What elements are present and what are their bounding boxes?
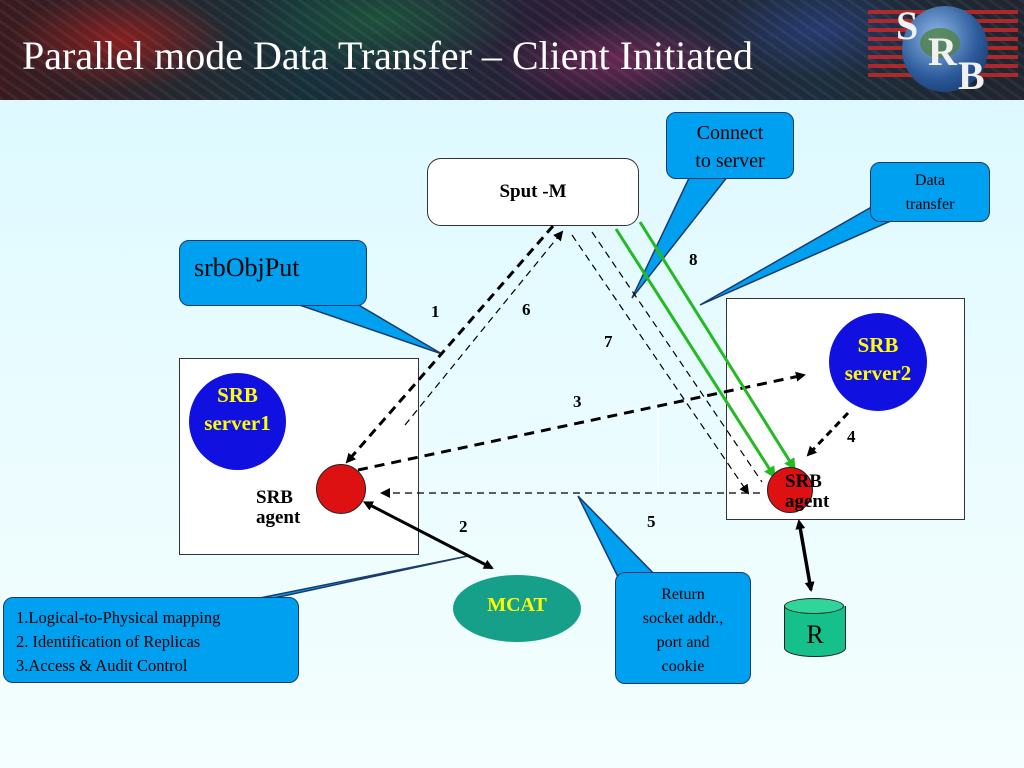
return-line-3: port and	[656, 634, 710, 651]
arrow-step-2	[362, 501, 494, 570]
return-line-4: cookie	[661, 658, 705, 675]
server2-label-2: server2	[844, 361, 912, 385]
data-stream-1	[614, 228, 776, 479]
server1-label-2: server1	[204, 411, 271, 435]
srb-server1: SRB server1	[189, 373, 286, 470]
mcat-catalog: MCAT	[453, 575, 581, 642]
return-socket-callout: Return socket addr., port and cookie	[615, 572, 751, 684]
step-number-2: 2	[459, 517, 468, 536]
data-transfer-line-2: transfer	[905, 196, 955, 213]
step-number-8: 8	[689, 250, 698, 269]
step-number-5: 5	[647, 512, 656, 531]
arrow-step-1	[345, 225, 555, 464]
arrow-step-3	[357, 371, 806, 472]
connect-line-2: to server	[695, 150, 765, 172]
connect-callout-tail	[631, 175, 730, 299]
connect-callout: Connect to server	[666, 112, 794, 179]
step-number-6: 6	[522, 300, 531, 319]
arrow-step-7a	[571, 234, 750, 495]
mcat-function-2: 2. Identification of Replicas	[16, 632, 201, 651]
mcat-label: MCAT	[487, 594, 547, 616]
srbobjput-callout: srbObjPut	[179, 240, 367, 306]
arrow-step-6	[404, 230, 564, 426]
srb-agent1	[316, 464, 366, 514]
resource-label: R	[806, 620, 824, 649]
step-number-3: 3	[573, 392, 582, 411]
logo-letter-s: S	[896, 3, 919, 48]
mcat-function-3: 3.Access & Audit Control	[16, 656, 188, 675]
data-stream-2	[638, 221, 796, 471]
connect-line-1: Connect	[696, 122, 764, 144]
arrow-step-7b	[591, 231, 763, 483]
srb-logo: S R B	[868, 2, 1018, 98]
title-banner: Parallel mode Data Transfer – Client Ini…	[0, 0, 1024, 100]
data-transfer-callout-tail	[699, 204, 895, 306]
step-number-1: 1	[431, 302, 440, 321]
agent1-label: SRB agent	[256, 488, 300, 528]
agent2-resource-arrow	[795, 519, 815, 592]
client-label: Sput -M	[499, 181, 567, 202]
agent2-label-2: agent	[785, 491, 830, 512]
resource-cylinder-icon: R	[784, 598, 846, 661]
return-line-1: Return	[661, 586, 705, 603]
data-transfer-callout: Data transfer	[870, 162, 990, 222]
agent1-label-1: SRB	[256, 487, 293, 508]
server1-label-1: SRB	[217, 383, 258, 407]
srb-agent2	[767, 467, 813, 513]
mcat-function-1: 1.Logical-to-Physical mapping	[16, 608, 221, 627]
step-number-7: 7	[604, 332, 613, 351]
return-line-2: socket addr.,	[642, 610, 724, 627]
agent2-label-1: SRB	[785, 471, 822, 492]
slide-title: Parallel mode Data Transfer – Client Ini…	[22, 33, 753, 78]
data-transfer-line-1: Data	[914, 172, 946, 189]
globe-icon	[902, 6, 988, 92]
agent1-label-2: agent	[256, 507, 301, 528]
step-number-4: 4	[847, 427, 856, 446]
logo-letter-r: R	[928, 29, 957, 74]
agent2-label: SRB agent	[785, 472, 829, 512]
arrow-step-4	[806, 411, 850, 457]
mcat-functions-callout: 1.Logical-to-Physical mapping 2. Identif…	[3, 597, 299, 683]
server2-label-1: SRB	[857, 333, 899, 357]
srbobjput-label: srbObjPut	[194, 253, 300, 282]
srb-server2: SRB server2	[829, 313, 927, 411]
client-sput-box: Sput -M	[427, 158, 639, 226]
logo-letter-b: B	[958, 53, 985, 98]
srbobjput-callout-tail	[284, 299, 443, 355]
